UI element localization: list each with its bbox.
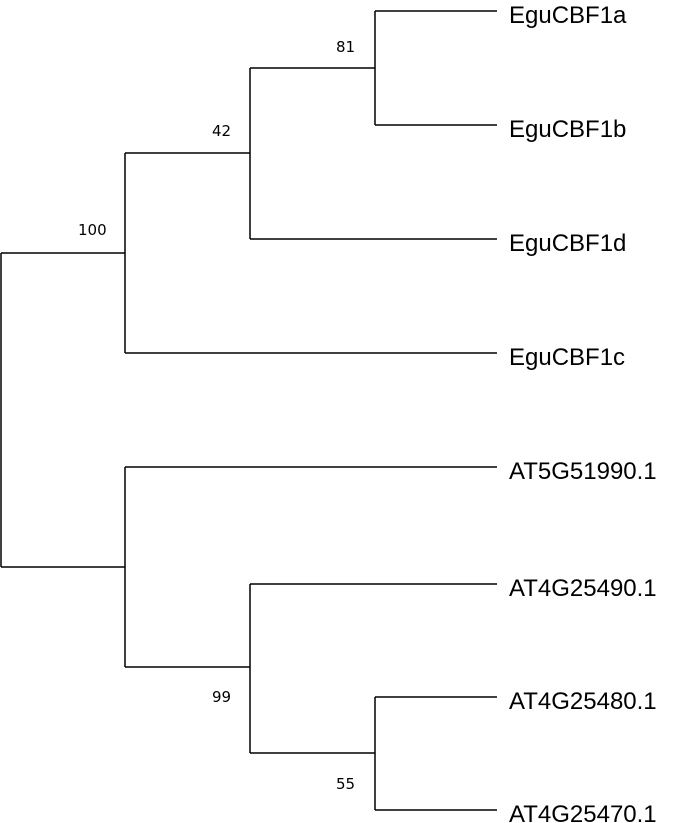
egu-subclade-branch	[249, 67, 497, 240]
at4g25480-at4g25470-branch	[374, 696, 497, 811]
leaf-label-egucbf1c: EguCBF1c	[509, 344, 625, 371]
leaf-label-egucbf1a: EguCBF1a	[509, 2, 627, 29]
leaf-label-at5g51990: AT5G51990.1	[509, 458, 657, 485]
support-value-42: 42	[212, 122, 231, 140]
support-value-100: 100	[78, 221, 107, 239]
leaf-label-at4g25470: AT4G25470.1	[509, 801, 657, 823]
leaf-label-at4g25480: AT4G25480.1	[509, 688, 657, 715]
egucbf1a-egucbf1b-branch	[374, 10, 497, 126]
leaf-label-egucbf1d: EguCBF1d	[509, 230, 626, 257]
leaf-label-egucbf1b: EguCBF1b	[509, 116, 626, 143]
support-value-55: 55	[336, 775, 355, 793]
support-value-99: 99	[212, 688, 231, 706]
support-value-81: 81	[336, 38, 355, 56]
egu-clade-branch	[124, 152, 497, 354]
at4g-subclade-branch	[249, 583, 497, 754]
leaf-label-at4g25490: AT4G25490.1	[509, 575, 657, 602]
root-branch	[0, 252, 125, 568]
at-clade-branch	[124, 466, 497, 668]
